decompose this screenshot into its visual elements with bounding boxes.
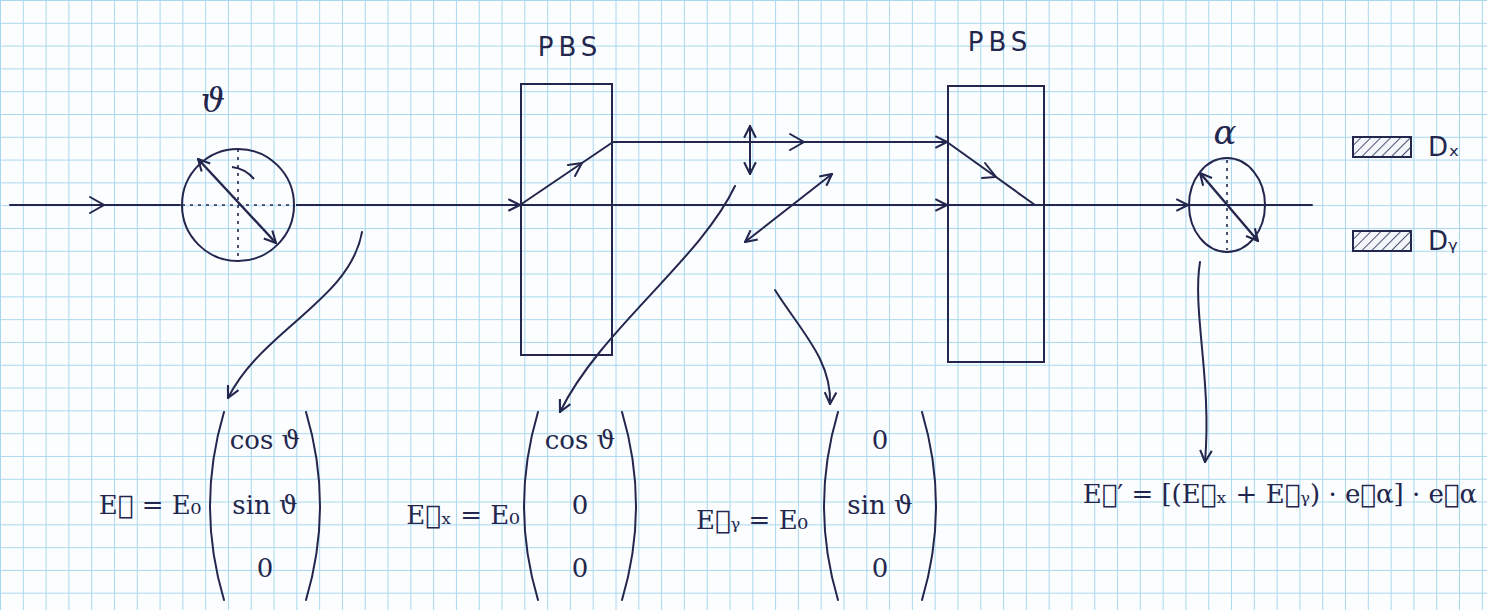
polarizer-circle: ϑ bbox=[180, 147, 296, 263]
vector-entry: sin ϑ bbox=[847, 491, 912, 520]
parenthesis bbox=[210, 412, 224, 600]
parenthesis bbox=[524, 412, 538, 600]
equation: E⃗ᵧ = E₀ bbox=[696, 506, 808, 535]
beam-arrow bbox=[982, 163, 996, 178]
equation: E⃗ₓ = E₀ bbox=[406, 501, 519, 530]
polarizer-circle-outline bbox=[180, 147, 296, 263]
beam-path bbox=[947, 142, 1035, 205]
analyser-circle-outline bbox=[1188, 157, 1266, 253]
node-label: PBS bbox=[968, 28, 1033, 57]
beam-arrow bbox=[90, 197, 104, 213]
polarization-arrow bbox=[749, 126, 751, 174]
vector-entry: 0 bbox=[872, 426, 889, 455]
beam-arrow bbox=[568, 163, 582, 176]
detector-box-outline bbox=[1352, 136, 1412, 158]
parenthesis bbox=[922, 412, 936, 600]
parenthesis bbox=[306, 412, 320, 600]
input-beam bbox=[10, 204, 180, 206]
vector-entry: 0 bbox=[872, 554, 889, 583]
light-beam bbox=[613, 204, 947, 206]
output-beam bbox=[1188, 204, 1312, 206]
equation: E⃗′ = [(E⃗ₓ + E⃗ᵧ) · e⃗α] · e⃗α bbox=[1083, 480, 1477, 509]
beam-path bbox=[520, 204, 613, 206]
vector-entry: 0 bbox=[257, 554, 274, 583]
leader-line bbox=[228, 232, 362, 398]
beam-splitter-box: PBS bbox=[947, 85, 1045, 363]
leader-line bbox=[775, 290, 830, 404]
beam-path bbox=[520, 142, 613, 205]
node-label: ϑ bbox=[201, 82, 225, 119]
beam-splitter-box: PBS bbox=[520, 83, 613, 356]
parenthesis bbox=[824, 412, 838, 600]
vector-entry: cos ϑ bbox=[230, 426, 300, 455]
vector-entry: 0 bbox=[572, 491, 589, 520]
analyser-circle: α bbox=[1188, 157, 1266, 253]
vector-entry: sin ϑ bbox=[232, 491, 297, 520]
node-label: Dₓ bbox=[1428, 133, 1460, 162]
vector-entry: 0 bbox=[572, 554, 589, 583]
parenthesis bbox=[622, 412, 636, 600]
leader-line bbox=[560, 186, 735, 412]
light-beam bbox=[1045, 204, 1188, 206]
detector-box: Dᵧ bbox=[1352, 230, 1412, 252]
beam-path bbox=[947, 204, 1045, 206]
vector-entry: cos ϑ bbox=[545, 426, 615, 455]
node-label: α bbox=[1214, 114, 1237, 151]
light-beam bbox=[613, 141, 947, 143]
node-label: PBS bbox=[538, 33, 603, 62]
light-beam bbox=[296, 204, 520, 206]
detector-box-outline bbox=[1352, 230, 1412, 252]
leader-line bbox=[1198, 262, 1206, 462]
equation: E⃗ = E₀ bbox=[99, 491, 201, 520]
polarization-arrow bbox=[745, 174, 832, 242]
node-label: Dᵧ bbox=[1428, 227, 1458, 256]
detector-box: Dₓ bbox=[1352, 136, 1412, 158]
